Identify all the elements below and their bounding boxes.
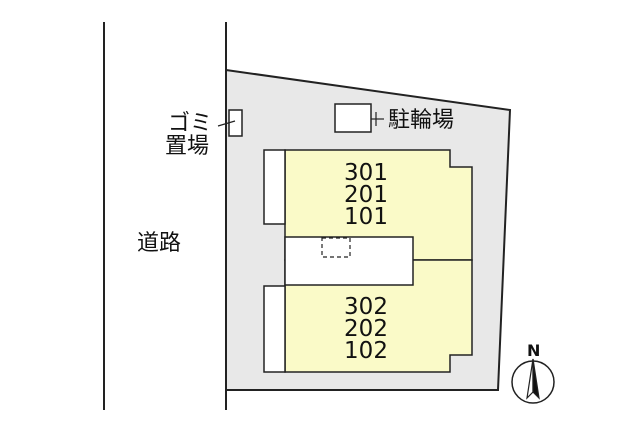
unit-301: 301 — [344, 160, 388, 186]
unit-201: 201 — [344, 182, 388, 208]
bicycle-parking-label: 駐輪場 — [388, 108, 454, 133]
unit-102: 102 — [344, 338, 388, 364]
unit-302: 302 — [344, 294, 388, 320]
building-south-balcony — [263, 285, 286, 373]
unit-101: 101 — [344, 204, 388, 230]
corridor — [284, 236, 414, 286]
garbage-label-line2: 置場 — [165, 134, 209, 159]
building-north-balcony — [263, 149, 286, 225]
bicycle-parking-box — [334, 103, 372, 133]
corridor-dashed-box — [321, 237, 351, 258]
road-label: 道路 — [137, 231, 181, 256]
compass-north-label: N — [527, 341, 540, 360]
garbage-label-line1: ゴミ — [168, 111, 212, 136]
garbage-area-box — [228, 109, 243, 137]
unit-202: 202 — [344, 316, 388, 342]
north-compass-icon — [511, 358, 555, 404]
garbage-leader-line — [217, 120, 236, 127]
